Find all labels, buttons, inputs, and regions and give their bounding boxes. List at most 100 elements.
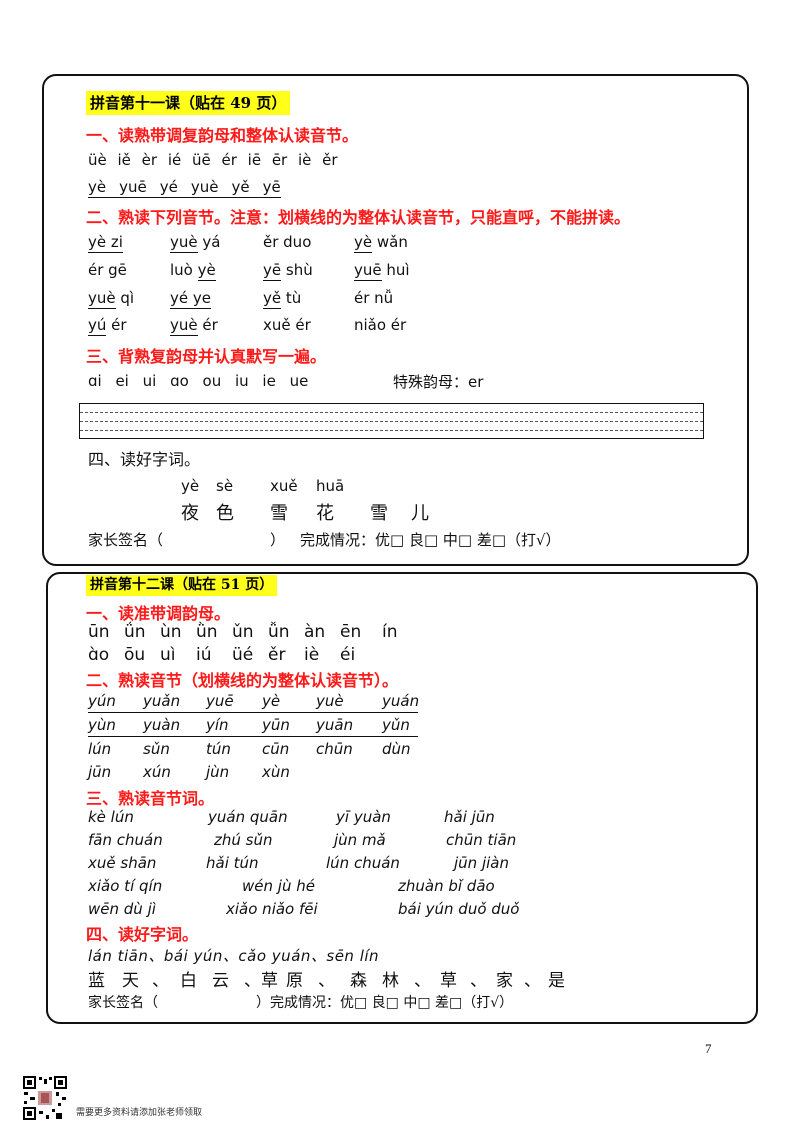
final: iú: [196, 645, 212, 665]
syllable: yuè: [316, 692, 344, 710]
word-char: 原: [286, 971, 303, 991]
word-char: 、: [414, 971, 431, 991]
word-char: 是: [548, 971, 565, 991]
lesson-12-section-1: 一、读准带调韵母。: [86, 604, 231, 623]
word-char: 雪: [270, 503, 288, 524]
word-char: 色: [216, 503, 234, 524]
lesson-11-card: [42, 74, 749, 566]
syllable: yuē: [206, 692, 234, 710]
parent-signature-label: 家长签名（: [88, 531, 164, 549]
syllable-cell: yuè qì: [88, 289, 135, 309]
syllable: yè: [262, 692, 281, 710]
final: iè: [304, 645, 320, 665]
word: chūn tiān: [446, 831, 517, 849]
syllable-cell: yuè ér: [170, 316, 218, 336]
syllable: yé: [159, 178, 178, 196]
word-char: 、草: [244, 971, 278, 991]
syllable: jūn: [88, 763, 112, 781]
page-number: 7: [705, 1041, 712, 1056]
underlined-syllable: yuè: [170, 233, 198, 253]
syllable: yě: [231, 178, 250, 196]
word: hǎi jūn: [444, 808, 495, 826]
word: wēn dù jì: [88, 900, 156, 918]
word-char: 森: [350, 971, 367, 991]
underlined-syllable: yé ye: [170, 289, 211, 309]
final: ɑ̀o: [88, 645, 110, 665]
final: ín: [382, 622, 398, 642]
final: ǔn: [232, 622, 254, 642]
underlined-syllable: yě: [263, 289, 282, 309]
underline-rule: [88, 736, 418, 737]
final: ǚn: [268, 622, 290, 642]
word-char: 、: [318, 971, 335, 991]
underlined-syllable: yuē: [354, 261, 382, 281]
final: ǜn: [196, 622, 218, 642]
syllable-cell: ér nǚ: [354, 289, 394, 307]
writing-lines[interactable]: [79, 403, 704, 439]
syllable: yuán: [382, 692, 420, 710]
lesson-12-card: [46, 572, 758, 1024]
syllable: jùn: [206, 763, 230, 781]
syllable: xùn: [262, 763, 290, 781]
final: üé: [232, 645, 254, 665]
writing-guide-line: [80, 421, 703, 422]
syllable: yūn: [262, 716, 290, 734]
word-char: 林: [382, 971, 399, 991]
lesson-12-section-3: 三、熟读音节词。: [86, 789, 215, 808]
syllable-cell: yè zi: [88, 233, 123, 253]
syllable: yuè: [190, 178, 219, 196]
syllable-cell: xuě ér: [263, 316, 311, 334]
word: hǎi tún: [206, 854, 259, 872]
word-pinyin: huā: [316, 477, 345, 495]
final: ōu: [124, 645, 146, 665]
syllable-cell: yè wǎn: [354, 233, 408, 253]
word: jūn jiàn: [454, 854, 509, 872]
word: kè lún: [88, 808, 134, 826]
syllable-cell: yuè yá: [170, 233, 221, 253]
syllable-cell: ěr duo: [263, 233, 312, 251]
parent-signature-close: ）: [270, 531, 286, 549]
syllable-cell: yē shù: [263, 261, 313, 281]
word: zhú sǔn: [214, 831, 273, 849]
underlined-syllable: yè: [197, 261, 216, 281]
writing-guide-line: [80, 412, 703, 413]
parent-signature-label-2: 家长签名（: [88, 995, 158, 1011]
word-pinyin: sè: [216, 477, 234, 495]
qr-code-icon[interactable]: [22, 1075, 68, 1121]
word-char: 花: [316, 503, 334, 524]
word-pinyin: xuě: [270, 477, 298, 495]
final: uì: [160, 645, 176, 665]
final: àn: [304, 622, 326, 642]
word-char: 家: [496, 971, 513, 991]
syllable: yuǎn: [143, 692, 181, 710]
lesson-12-section-4: 四、读好字词。: [86, 925, 199, 944]
completion-status: 完成情况：优□ 良□ 中□ 差□（打√）: [300, 531, 561, 549]
final: ūn: [88, 622, 110, 642]
syllable-cell: yú ér: [88, 316, 127, 336]
lesson-11-section-3: 三、背熟复韵母并认真默写一遍。: [86, 347, 327, 366]
syllable: chūn: [316, 740, 353, 758]
word-char: 白: [180, 971, 197, 991]
syllable: xún: [143, 763, 171, 781]
lesson-11-section-4: 四、读好字词。: [88, 450, 201, 469]
syllable-cell: niǎo ér: [354, 316, 407, 334]
lesson-12-word-pinyin: lán tiān、bái yún、cǎo yuán、sēn lín: [88, 947, 380, 965]
syllable-cell: yě tù: [263, 289, 302, 309]
word-char: 、: [470, 971, 487, 991]
word: wén jù hé: [242, 877, 315, 895]
lesson-11-section-2: 二、熟读下列音节。注意：划横线的为整体认读音节，只能直呼，不能拼读。: [86, 208, 631, 227]
underlined-syllable: yè zi: [88, 233, 123, 253]
syllable: dùn: [382, 740, 411, 758]
word: jùn mǎ: [334, 831, 386, 849]
syllable: yè: [88, 178, 107, 196]
syllable: yùn: [88, 716, 116, 734]
final: ùn: [160, 622, 182, 642]
word-char: 天: [122, 971, 139, 991]
word-char: 蓝: [88, 971, 105, 991]
word: xiǎo tí qín: [88, 877, 163, 895]
word: fān chuán: [88, 831, 163, 849]
syllable: yún: [88, 692, 116, 710]
word: yuán quān: [208, 808, 288, 826]
lesson-11-title: 拼音第十一课（贴在 49 页）: [86, 91, 291, 115]
writing-guide-line: [80, 430, 703, 431]
